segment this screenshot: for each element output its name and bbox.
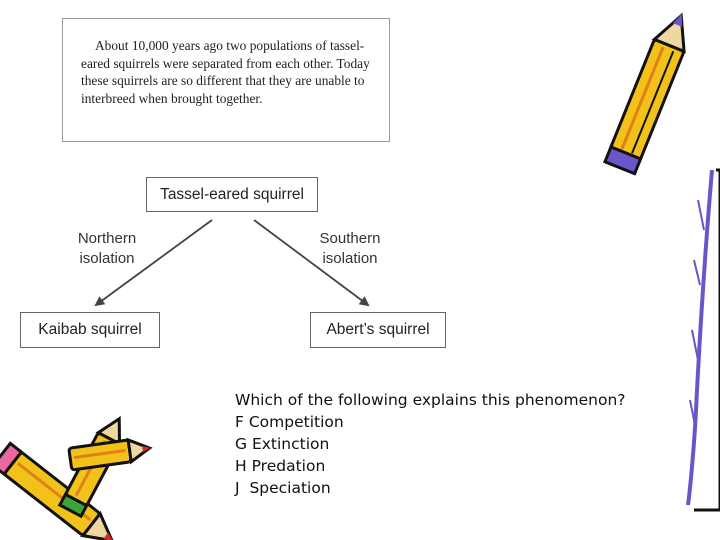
edge-label-right-line1: Southern: [319, 230, 381, 247]
root-label: Tassel-eared squirrel: [160, 185, 304, 203]
option-letter: G: [235, 435, 248, 453]
arrow-left: [94, 219, 213, 307]
option-text: Competition: [248, 413, 344, 431]
question-block: Which of the following explains this phe…: [235, 389, 626, 499]
option-f: F Competition: [235, 411, 626, 433]
option-letter: H: [235, 457, 247, 475]
option-text: Predation: [251, 457, 326, 475]
left-leaf-label: Kaibab squirrel: [38, 321, 142, 338]
option-g: G Extinction: [235, 433, 626, 455]
option-letter: J: [235, 479, 240, 497]
passage-text: About 10,000 years ago two populations o…: [81, 38, 370, 106]
option-text: Extinction: [251, 435, 330, 453]
diagram-node-abert: Abert’s squirrel: [310, 312, 446, 348]
diagram-node-root: Tassel-eared squirrel: [146, 177, 318, 212]
question-prompt: Which of the following explains this phe…: [235, 391, 626, 409]
option-text: Speciation: [249, 479, 331, 497]
edge-label-left-line2: isolation: [79, 250, 135, 267]
edge-label-right-line2: isolation: [322, 250, 378, 267]
edge-label-southern: Southern isolation: [304, 229, 396, 269]
edge-label-left-line1: Northern: [77, 230, 137, 247]
arrow-right: [253, 219, 370, 307]
option-h: H Predation: [235, 455, 626, 477]
passage-box: About 10,000 years ago two populations o…: [62, 18, 390, 142]
diagram-node-kaibab: Kaibab squirrel: [20, 312, 160, 348]
right-leaf-label: Abert’s squirrel: [326, 321, 430, 338]
option-j: J Speciation: [235, 477, 626, 499]
edge-label-northern: Northern isolation: [62, 229, 152, 269]
option-letter: F: [235, 413, 244, 431]
